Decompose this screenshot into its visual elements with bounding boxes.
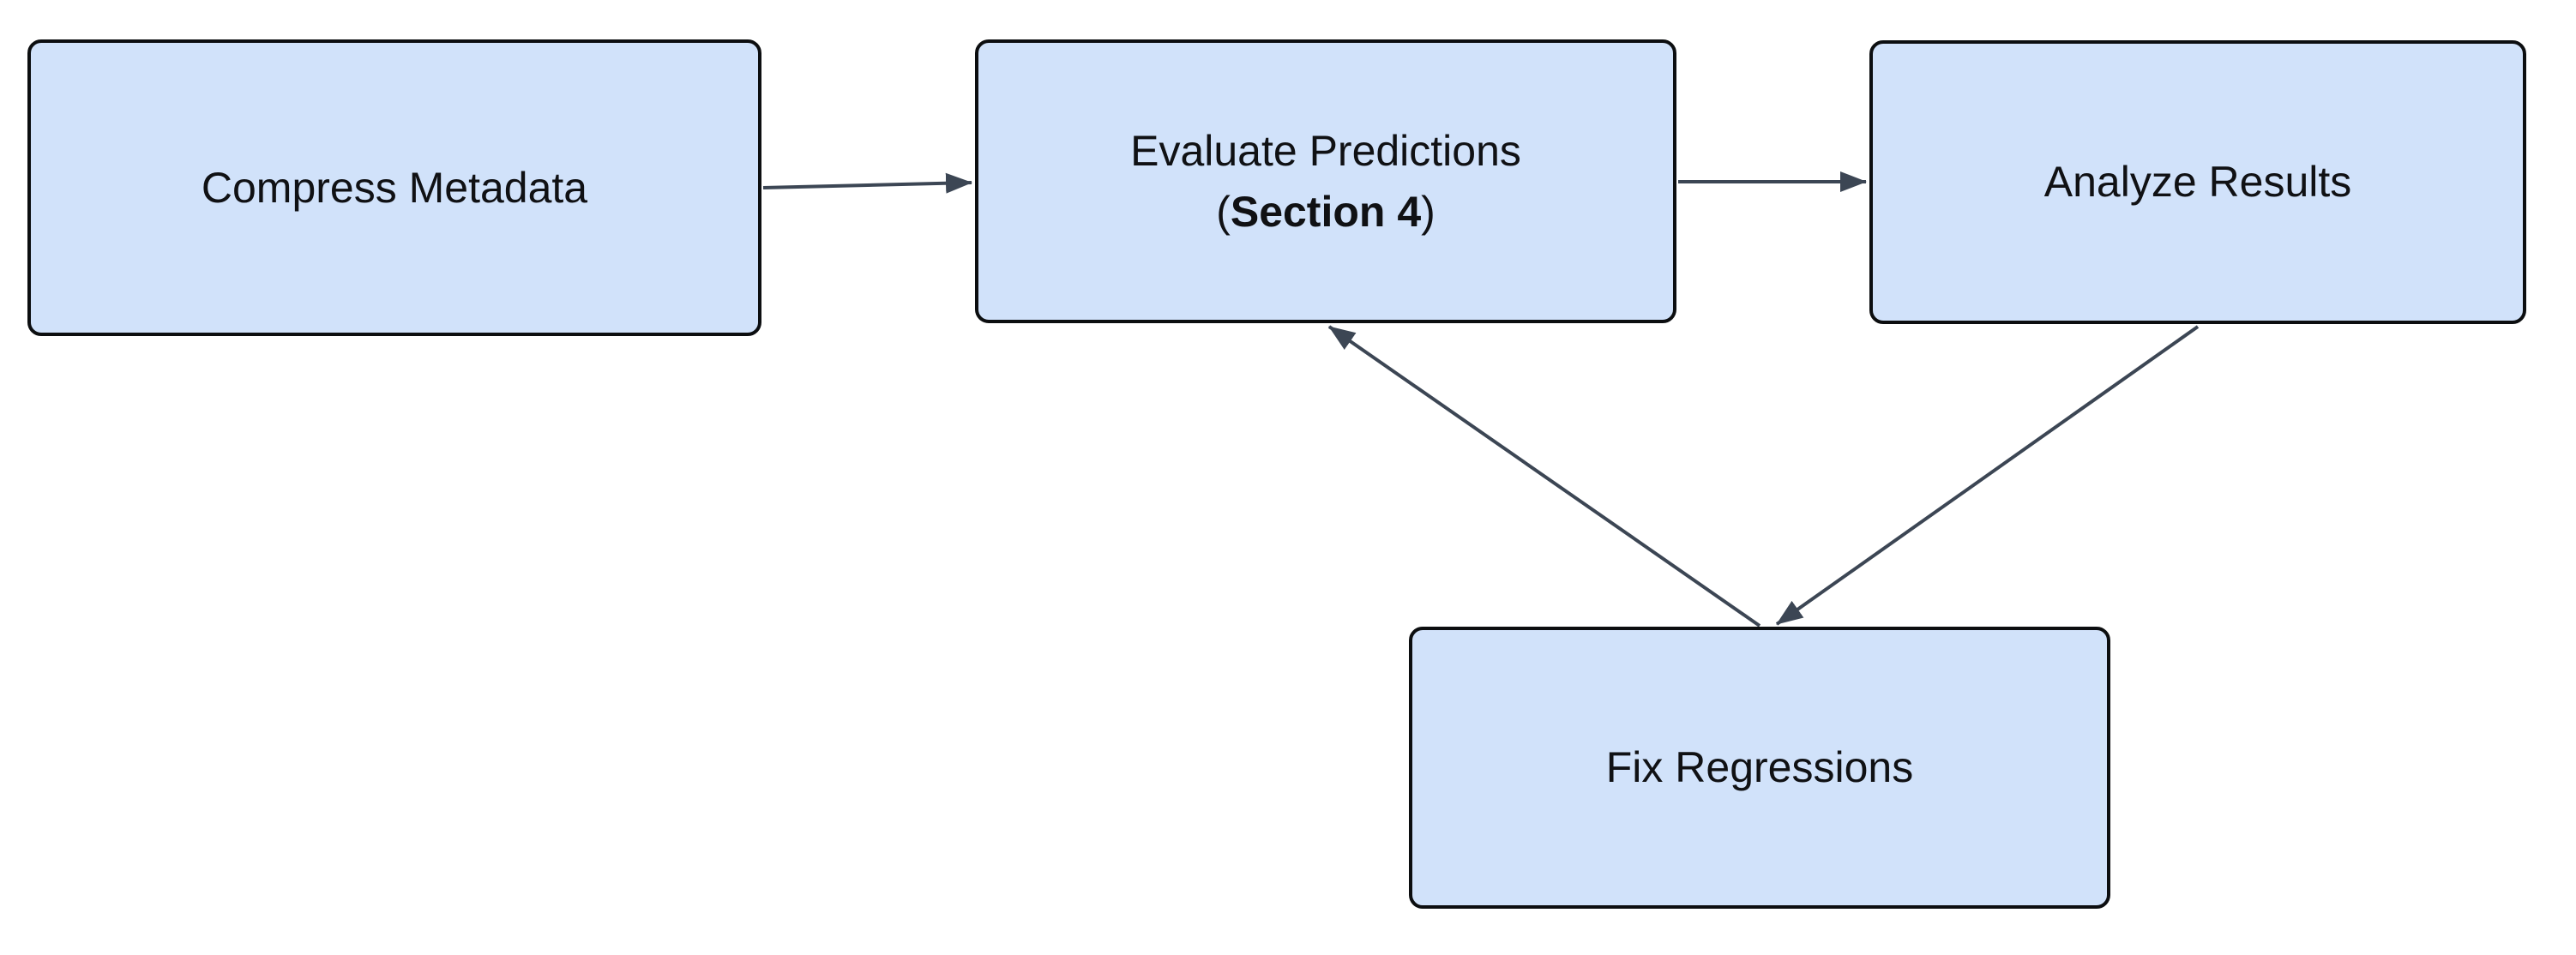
node-compress-metadata[interactable]: Compress Metadata <box>27 39 761 336</box>
node-label: Compress Metadata <box>201 163 588 212</box>
arrow-compress-to-evaluate <box>762 172 972 194</box>
node-label: Evaluate Predictions <box>1130 126 1521 175</box>
sublabel-paren-open: ( <box>1216 187 1231 236</box>
node-label: Fix Regressions <box>1605 743 1914 791</box>
arrow-analyze-to-fix <box>1775 325 2200 626</box>
node-fix-regressions[interactable]: Fix Regressions <box>1409 627 2110 909</box>
arrow-fix-to-evaluate <box>1327 325 1761 628</box>
node-sublabel: (Section 4) <box>1216 182 1435 243</box>
node-analyze-results[interactable]: Analyze Results <box>1869 40 2526 324</box>
node-evaluate-predictions[interactable]: Evaluate Predictions (Section 4) <box>975 39 1676 323</box>
sublabel-paren-close: ) <box>1421 187 1435 236</box>
sublabel-section-ref: Section 4 <box>1230 187 1422 236</box>
node-label: Analyze Results <box>2043 158 2352 206</box>
